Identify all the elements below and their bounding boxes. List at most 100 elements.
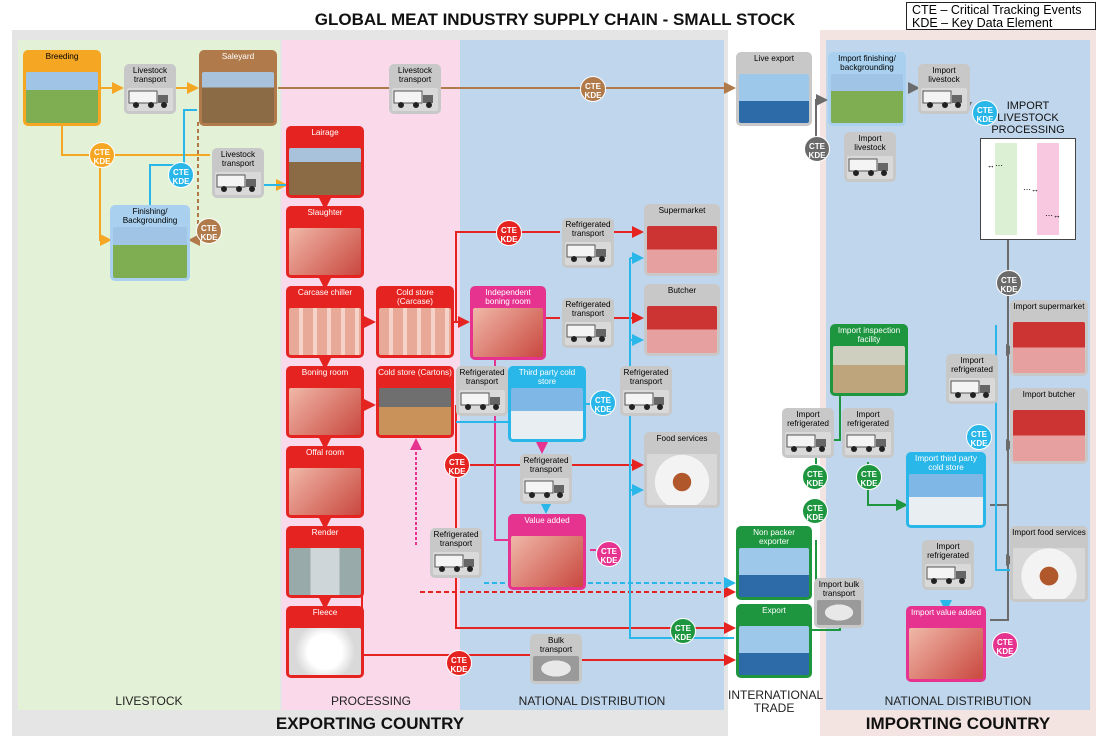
node-label: Import food services [1012,528,1086,537]
truck-icon [565,242,611,265]
node-import-finishing: Import finishing/ backgrounding [828,52,906,126]
node-livestock-transport-1: Livestock transport [124,64,176,114]
node-label: Import refrigerated transport [787,410,829,428]
badge-kde-label: KDE [172,177,190,186]
boxes-image [379,388,451,435]
node-label: Live export [753,54,795,63]
legend-cte: CTE – Critical Tracking Events [912,3,1082,17]
carcase-image [289,308,361,355]
node-import-livestock-processing: IMPORT LIVESTOCK PROCESSING↔⋯⋯↔⋯↔ [980,100,1076,240]
tanker-image [817,600,861,625]
yard-image [289,148,361,195]
badge-kde-label: KDE [500,235,518,244]
badge-cte-label: CTE [807,504,823,513]
carcase-image [379,308,451,355]
meat-image [289,228,361,275]
zone-label-national-distribution-export: NATIONAL DISTRIBUTION [518,694,666,708]
badge-cte-label: CTE [807,470,823,479]
badge-kde-label: KDE [594,405,612,414]
truck-icon [949,378,995,401]
truck-icon [523,478,569,501]
node-label: Import refrigerated transport [847,410,889,428]
node-fleece: Fleece [286,606,364,678]
legend-kde: KDE – Key Data Element [912,16,1053,30]
badge-kde-label: KDE [806,479,824,488]
legend-box: CTE – Critical Tracking Events KDE – Key… [906,2,1096,30]
node-label: Import refrigerated transport [951,356,993,374]
node-refrig-4: Refrigerated transport [620,366,672,416]
warehouse-image [833,346,905,393]
node-import-livestock-transport-1: Import livestock transport [918,64,970,114]
truck-icon [623,390,669,413]
node-label: Refrigerated transport [523,456,569,474]
node-carcase-chiller: Carcase chiller [286,286,364,358]
node-label: Breeding [45,52,79,61]
node-label: Refrigerated transport [565,220,611,238]
ship-image [739,626,809,675]
badge-cte-label: CTE [585,82,601,91]
fleece-image [289,628,361,675]
node-label: Fleece [312,608,338,617]
node-label: Import value added [910,608,982,617]
node-export: Export [736,604,812,678]
node-non-packer-exporter: Non packer exporter [736,526,812,600]
badge-kde-label: KDE [93,157,111,166]
node-label: Import supermarket [1013,302,1085,311]
zone-label-international-trade: INTERNATIONAL TRADE [728,688,824,715]
badge-kde-label: KDE [808,151,826,160]
truck-icon [127,88,173,111]
node-import-refrig-4: Import refrigerated transport [922,540,974,590]
node-cold-store-cartons: Cold store (Cartons) [376,366,454,438]
badge-kde-label: KDE [1000,285,1018,294]
tanker-image [533,656,579,681]
meat-image [473,308,543,357]
node-import-refrig-3: Import refrigerated transport [946,354,998,404]
ship-image [739,74,809,123]
node-offal-room: Offal room [286,446,364,518]
node-import-butcher: Import butcher [1010,388,1088,464]
truck-icon [921,88,967,111]
node-label: Cold store (Carcase) [396,288,434,306]
node-import-refrig-2: Import refrigerated transport [842,408,894,458]
node-refrig-2: Refrigerated transport [562,298,614,348]
node-independent-boning: Independent boning room [470,286,546,360]
node-label: Third party cold store [518,368,576,386]
shop-image [1013,410,1085,461]
node-food-services: Food services [644,432,720,508]
node-label: Import third party cold store [915,454,977,472]
meat-image [909,628,983,679]
truck-icon [925,564,971,587]
truck-icon [392,88,438,111]
meat-image [289,468,361,515]
factory-image [289,548,361,595]
node-finishing: Finishing/ Backgrounding [110,205,190,281]
node-value-added: Value added [508,514,586,590]
node-label: Bulk transport [539,636,573,654]
node-label: Value added [524,516,570,525]
node-label: Livestock transport [397,66,433,84]
plate-image [1013,548,1085,599]
badge-kde-label: KDE [976,115,994,124]
yard-image [202,72,274,123]
node-label: Render [311,528,339,537]
badge-kde-label: KDE [860,479,878,488]
node-label: Supermarket [658,206,706,215]
node-label: Food services [656,434,708,443]
plate-image [647,454,717,505]
shop-image [647,226,717,273]
node-label: Import bulk transport [818,580,860,598]
sheep-image [831,74,903,123]
node-label: Cold store (Cartons) [378,368,452,377]
sheep-image [113,227,187,278]
truck-icon [845,432,891,455]
